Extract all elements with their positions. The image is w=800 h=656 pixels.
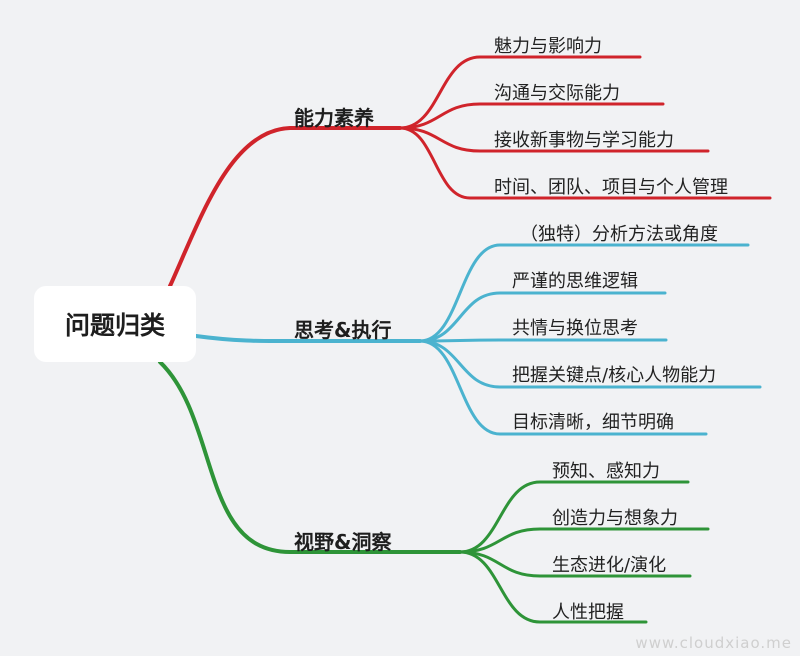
leaf-item: 严谨的思维逻辑 [512, 271, 638, 292]
branch-node-ability: 能力素养 [294, 106, 374, 130]
leaf-item: 共情与换位思考 [512, 318, 638, 339]
leaf-item: （独特）分析方法或角度 [520, 224, 718, 245]
leaf-item: 生态进化/演化 [552, 555, 667, 576]
branch-connector [168, 126, 402, 288]
branch-node-vision: 视野&洞察 [294, 530, 392, 554]
leaf-item: 时间、团队、项目与个人管理 [494, 177, 728, 198]
branch-connector [158, 360, 462, 554]
leaf-connector [458, 480, 690, 554]
leaf-connector [458, 527, 710, 554]
leaf-connector [418, 291, 667, 343]
leaf-connector [418, 339, 762, 389]
leaf-item: 把握关键点/核心人物能力 [512, 365, 717, 386]
leaf-item: 魅力与影响力 [494, 36, 602, 57]
leaf-connector [398, 126, 772, 200]
root-node: 问题归类 [34, 286, 196, 362]
branch-node-thinking: 思考&执行 [294, 318, 392, 342]
leaf-connector [398, 126, 710, 153]
leaf-item: 接收新事物与学习能力 [494, 130, 674, 151]
leaf-connector [418, 243, 750, 343]
root-label: 问题归类 [64, 311, 165, 340]
watermark: www.cloudxiao.me [635, 634, 792, 652]
leaf-connector [418, 338, 668, 343]
leaf-connector [398, 102, 665, 130]
leaf-connector [418, 339, 708, 436]
leaf-item: 创造力与想象力 [552, 508, 678, 529]
leaf-item: 人性把握 [552, 602, 624, 623]
leaf-connector [458, 550, 692, 578]
leaf-item: 预知、感知力 [552, 461, 660, 482]
branch-connector [194, 334, 422, 344]
leaf-item: 沟通与交际能力 [494, 83, 620, 104]
leaf-connector [398, 55, 642, 130]
leaf-connector [458, 550, 648, 624]
leaf-item: 目标清晰，细节明确 [512, 412, 674, 433]
